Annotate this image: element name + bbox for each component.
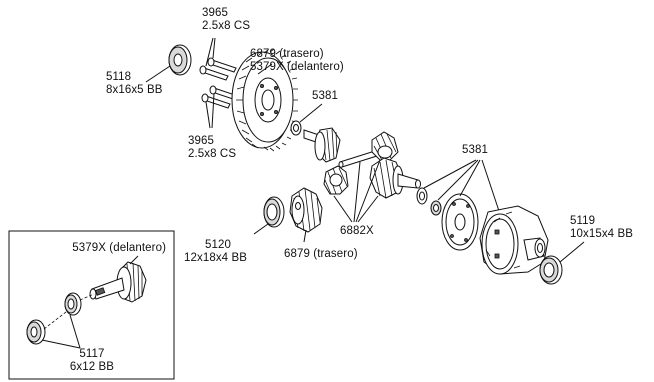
- screw-top-1: [199, 65, 229, 81]
- bearing-5120-size-label: 12x18x4 BB: [184, 252, 247, 264]
- washer-top-part-label: 5381: [312, 90, 338, 102]
- washer-5381-right-1: [416, 187, 428, 205]
- leader-bearing-5118: [145, 65, 171, 83]
- inset-bearing-lower: [26, 319, 46, 345]
- spider-gear-top: [371, 131, 399, 161]
- side-gear-right: [369, 157, 421, 199]
- leader-spider-gears: [355, 159, 381, 223]
- screw-top-size-label: 2.5x8 CS: [202, 20, 250, 32]
- washers-right-part-label: 5381: [462, 144, 488, 156]
- bearing-10x15x4: [539, 255, 563, 285]
- inset-pinion-gear: [89, 261, 147, 303]
- bearing-5118-size-label: 8x16x5 BB: [106, 84, 163, 96]
- bearing-5120-part-label: 5120: [205, 239, 231, 251]
- leader-pinion-rear: [303, 229, 307, 243]
- leader-screw-top: [205, 37, 214, 67]
- bearing-5118-part-label: 5118: [106, 71, 131, 83]
- inset-bearing-part-label: 5117: [79, 348, 104, 360]
- ring-gear: [231, 48, 298, 152]
- spider-gears-part-label: 6882X: [340, 225, 374, 237]
- leader-washers-right: [481, 159, 501, 215]
- screw-bottom-part-label: 3965: [188, 135, 214, 147]
- leader-washer-top: [299, 103, 323, 123]
- leader-screw-bottom: [211, 93, 215, 129]
- inset-leader-pinion: [129, 255, 139, 265]
- pinion-rear-label: 6879 (trasero): [284, 248, 358, 260]
- leader-washers-right: [459, 159, 481, 197]
- leader-spider-gears: [357, 195, 379, 223]
- bearing-8x16x5: [168, 44, 192, 76]
- bearing-5119-size-label: 10x15x4 BB: [570, 228, 633, 240]
- washer-5381-top: [290, 120, 302, 136]
- inset-frame: [8, 230, 175, 380]
- leader-screw-top: [212, 37, 216, 59]
- screw-bottom-1: [201, 93, 231, 109]
- leader-ring-gear: [257, 63, 273, 75]
- diff-cover-plate: [441, 193, 479, 251]
- leader-screw-bottom: [205, 101, 211, 129]
- pinion-gear-rear: [289, 187, 323, 233]
- inset-leader-bearing: [69, 314, 81, 349]
- side-gear-left: [303, 127, 341, 163]
- screw-bottom-size-label: 2.5x8 CS: [188, 148, 236, 160]
- leader-washers-right: [423, 159, 477, 189]
- inset-leader-bearing: [41, 339, 81, 349]
- screw-top-2: [207, 57, 237, 73]
- leader-bearing-5119: [559, 241, 585, 263]
- inset-pinion-label: 5379X (delantero): [72, 242, 166, 254]
- bearing-12x18x4: [263, 196, 285, 228]
- inset-bearing-upper: [64, 292, 82, 316]
- leader-bearing-5120: [253, 223, 269, 235]
- inset-assembly-line: [79, 293, 95, 301]
- screw-top-part-label: 3965: [202, 7, 228, 19]
- leader-washers-right: [437, 159, 479, 201]
- ring-gear-front-label: 5379X (delantero): [250, 61, 344, 73]
- leader-spider-gears: [333, 195, 353, 223]
- spider-gear-mid: [323, 165, 349, 195]
- washer-5381-right-2: [430, 200, 442, 216]
- diff-case: [479, 205, 549, 275]
- leader-spider-gears: [353, 161, 361, 223]
- inset-bearing-size-label: 6x12 BB: [70, 361, 114, 373]
- ring-gear-rear-label: 6879 (trasero): [250, 48, 324, 60]
- bearing-5119-part-label: 5119: [570, 215, 595, 227]
